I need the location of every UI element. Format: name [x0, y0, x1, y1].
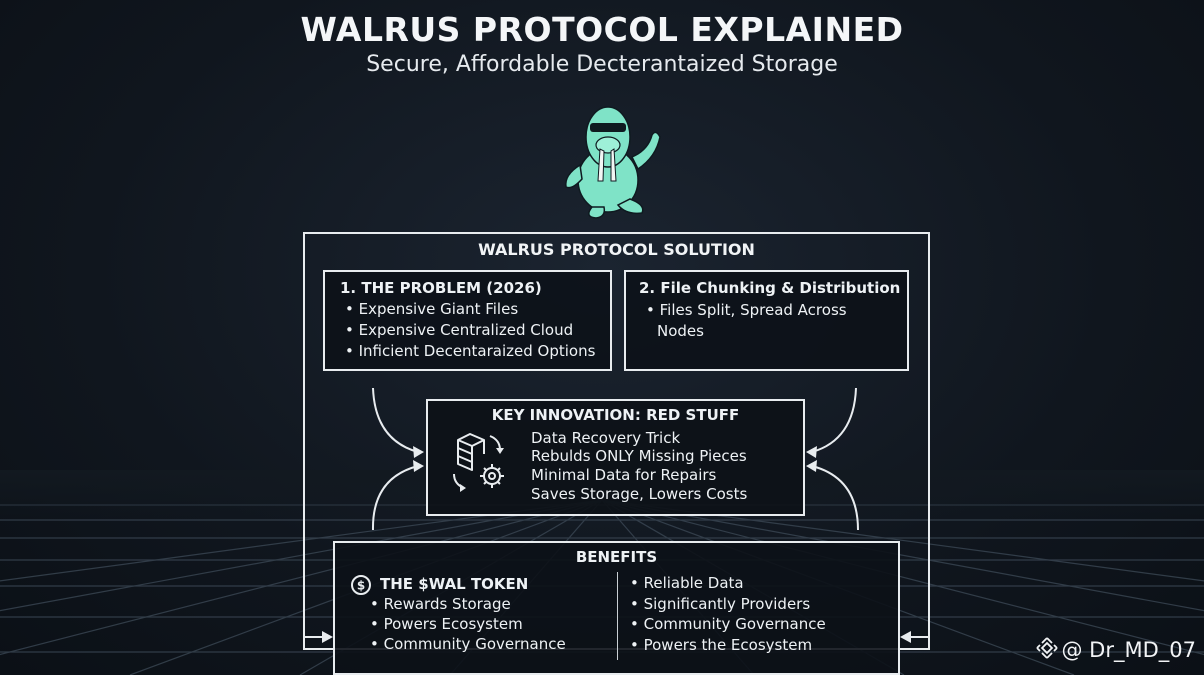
benefits-divider: [617, 572, 618, 660]
problem-item: • Inficient Decentaraized Options: [345, 341, 595, 362]
benefit-item: • Reliable Data: [630, 573, 744, 594]
benefits-title: BENEFITS: [333, 547, 900, 568]
innovation-item: Rebulds ONLY Missing Pieces: [531, 446, 747, 467]
chunking-title: 2. File Chunking & Distribution: [639, 278, 900, 299]
token-title: THE $WAL TOKEN: [380, 574, 528, 595]
innovation-item: Saves Storage, Lowers Costs: [531, 484, 747, 505]
benefit-item: • Significantly Providers: [630, 594, 810, 615]
chunking-item: • Files Split, Spread Across: [646, 300, 847, 321]
chunking-item: Nodes: [657, 321, 704, 342]
benefit-item: • Powers the Ecosystem: [630, 635, 812, 656]
problem-item: • Expensive Giant Files: [345, 299, 518, 320]
watermark: @ Dr_MD_07: [1035, 636, 1197, 662]
token-item: • Rewards Storage: [370, 594, 511, 615]
token-item: • Community Governance: [370, 634, 566, 655]
binance-logo-icon: [1035, 636, 1059, 660]
innovation-item: Minimal Data for Repairs: [531, 465, 716, 486]
problem-title: 1. THE PROBLEM (2026): [340, 278, 542, 299]
token-item: • Powers Ecosystem: [370, 614, 523, 635]
dollar-coin-icon: $: [350, 574, 372, 596]
svg-text:$: $: [357, 579, 365, 593]
solution-title: WALRUS PROTOCOL SOLUTION: [303, 240, 930, 259]
watermark-text: @ Dr_MD_07: [1062, 638, 1197, 662]
storage-recovery-gear-icon: [446, 430, 512, 496]
benefit-item: • Community Governance: [630, 614, 826, 635]
problem-item: • Expensive Centralized Cloud: [345, 320, 573, 341]
innovation-title: KEY INNOVATION: RED STUFF: [426, 405, 805, 426]
